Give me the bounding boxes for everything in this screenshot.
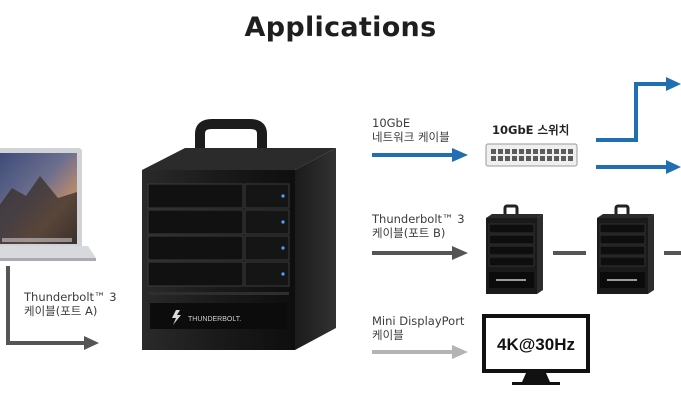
front-panel [150,303,287,329]
monitor-stand [522,373,550,382]
screen-landscape [0,176,77,244]
network-cable-label: 10GbE 네트워크 케이블 [372,116,450,144]
port-b-cable-label: Thunderbolt™ 3 케이블(포트 B) [372,212,465,240]
enclosure-side [295,148,336,350]
laptop-dock [2,238,72,242]
port-b-label-line2: 케이블(포트 B) [372,226,446,240]
laptop-base [0,246,96,258]
enclosure-top [142,148,336,170]
thunderbolt-port-b-arrow [372,246,468,260]
displayport-label-line1: Mini DisplayPort [372,314,465,328]
status-led-icon [281,246,285,250]
laptop [0,148,96,261]
drive-bays [147,183,290,287]
status-led-icon [281,220,285,224]
displayport-label-line2: 케이블 [372,328,404,342]
switch-ports [491,149,573,161]
status-led-icon [281,272,285,276]
port-a-cable-label: Thunderbolt™ 3 케이블(포트 A) [24,290,117,318]
switch-label: 10GbE 스위치 [492,123,570,137]
monitor-resolution: 4K@30Hz [497,335,575,354]
vent-strip [148,292,289,295]
port-a-label-line2: 케이블(포트 A) [24,304,98,318]
status-led-icon [281,194,285,198]
displayport-arrow [372,345,468,359]
switch-uplink-arrows [596,77,681,174]
port-b-label-line1: Thunderbolt™ 3 [372,212,465,226]
displayport-cable-label: Mini DisplayPort 케이블 [372,314,464,342]
network-switch [485,143,578,167]
drive-bay [147,209,244,235]
switch-body [485,143,578,167]
network-arrow [372,148,468,162]
monitor-frame [482,314,590,373]
port-a-label-line1: Thunderbolt™ 3 [24,290,117,304]
page-title: Applications [244,12,437,43]
drive-bay [147,261,244,287]
network-label-line1: 10GbE [372,116,411,130]
enclosure-handle [195,119,267,172]
thunderbolt-port-a-arrow [6,266,99,350]
enclosure-brand: THUNDERBOLT. [188,316,241,323]
thunderbolt-logo-icon [172,310,181,325]
raid-enclosure: THUNDERBOLT. [142,119,336,350]
monitor: 4K@30Hz [482,314,590,385]
network-label-line2: 네트워크 케이블 [372,130,450,144]
monitor-base [512,382,560,385]
daisy-chain-enclosure-2 [597,204,654,294]
laptop-base-edge [0,258,96,261]
drive-bay [147,183,244,209]
drive-bay [147,235,244,261]
daisy-chain-enclosure-1 [486,204,543,294]
